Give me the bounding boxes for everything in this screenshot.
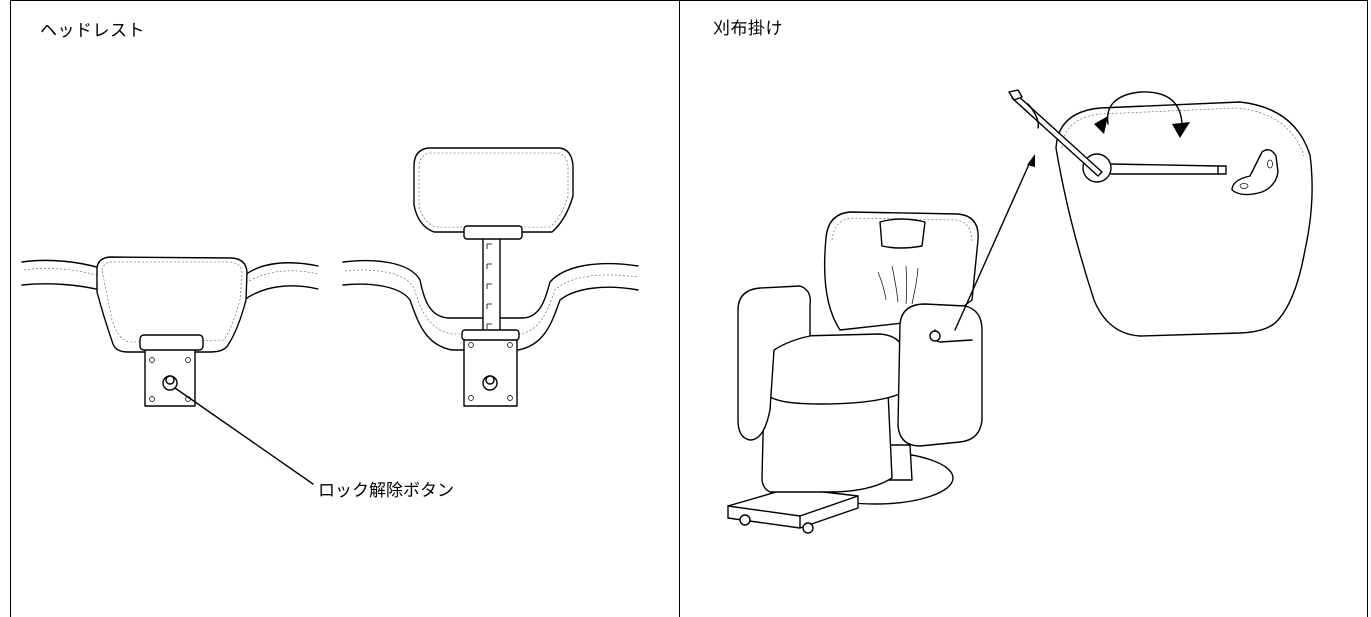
barber-chair-illustration — [727, 211, 983, 534]
panel-divider — [679, 0, 680, 617]
headrest-lowered-illustration — [21, 256, 319, 485]
cloth-hanger-title: 刈布掛け — [713, 19, 783, 39]
headrest-title: ヘッドレスト — [40, 21, 145, 41]
table-frame — [10, 0, 1368, 617]
lock-release-button-label: ロック解除ボタン — [318, 481, 454, 501]
headrest-raised-illustration — [342, 147, 639, 407]
cloth-hanger-detail-illustration — [954, 89, 1313, 337]
